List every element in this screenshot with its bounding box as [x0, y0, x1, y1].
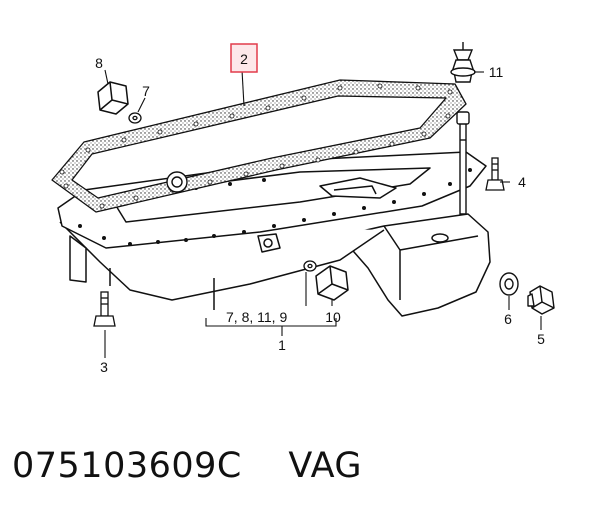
callout-3: 3: [100, 359, 108, 375]
bolt-part-3: [93, 291, 116, 327]
callout-7: 7: [142, 83, 150, 99]
callout-8: 8: [95, 55, 103, 71]
callout-group-list: 7, 8, 11, 9: [226, 309, 287, 325]
part-number-caption: 075103609C VAG: [12, 446, 362, 486]
callout-6: 6: [504, 311, 512, 327]
washer-part-7: [128, 112, 142, 124]
washer-part-9: [303, 260, 317, 272]
nut-part-8: [97, 81, 129, 115]
drain-plug-part-5: [527, 285, 555, 315]
callout-4: 4: [518, 174, 526, 190]
bolt-part-4: [485, 157, 505, 191]
seal-ring-part-6: [499, 272, 519, 296]
callout-10: 10: [325, 309, 341, 325]
brand-name: VAG: [288, 446, 363, 486]
oil-pickup: [166, 171, 188, 193]
dipstick-tube: [456, 111, 470, 215]
oil-pan-gasket: [51, 79, 467, 213]
nut-part-10: [315, 265, 349, 301]
callout-2: 2: [240, 51, 248, 67]
leader-lines: [104, 69, 542, 358]
oil-pan: [57, 151, 491, 317]
callout-11: 11: [489, 64, 504, 80]
part-number: 075103609C: [12, 446, 242, 486]
dipstick-seal-part-11: [450, 42, 476, 83]
callout-5: 5: [537, 331, 545, 347]
callout-1: 1: [278, 337, 286, 353]
oil-pan-exploded-diagram: 8 7 2 11 4 7, 8, 11, 9 10 1 3 6 5: [51, 42, 555, 375]
highlight-box: [230, 43, 258, 73]
